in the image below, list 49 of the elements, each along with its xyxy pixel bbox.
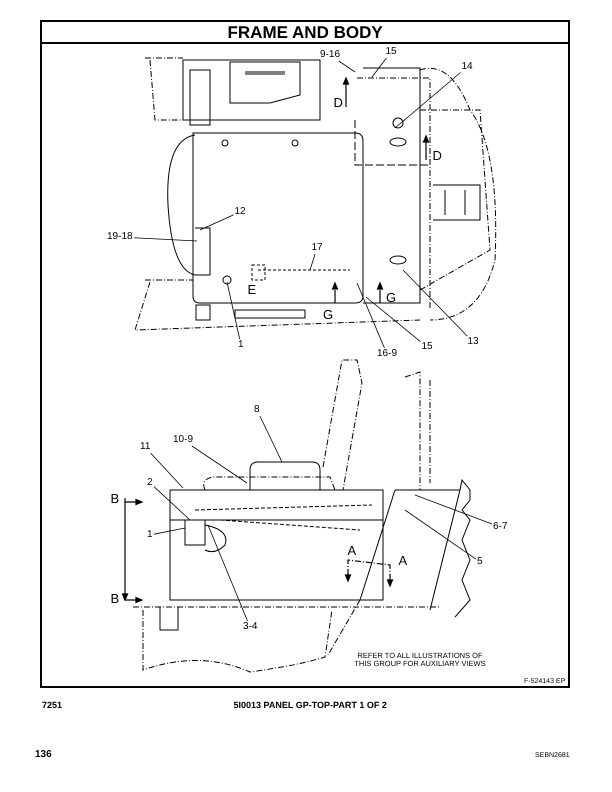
callout-number: 15 xyxy=(386,47,397,57)
leader-line xyxy=(366,296,421,342)
leader-line xyxy=(394,72,461,128)
section-letter: D xyxy=(334,96,343,108)
figure-number: 7251 xyxy=(42,700,62,710)
section-letter: B xyxy=(110,592,120,604)
callout-number: 1 xyxy=(147,530,153,540)
callout-number: 3-4 xyxy=(243,622,258,632)
leader-line xyxy=(200,214,234,230)
section-letter: A xyxy=(348,544,356,556)
leader-line xyxy=(150,452,184,488)
leader-line xyxy=(226,282,240,340)
callout-number: 13 xyxy=(468,337,479,347)
leader-line xyxy=(402,270,468,336)
leader-line xyxy=(338,60,356,72)
leader-line xyxy=(154,528,186,535)
leader-line xyxy=(414,494,492,524)
diagram-title: FRAME AND BODY xyxy=(228,24,383,40)
section-letter: D xyxy=(432,148,442,162)
leader-line xyxy=(208,524,248,622)
callout-number: 17 xyxy=(312,243,323,253)
page-number: 136 xyxy=(35,750,52,760)
leader-line xyxy=(259,416,282,462)
callout-number: 2 xyxy=(147,478,153,488)
callout-number: 16-9 xyxy=(377,349,398,359)
leader-line xyxy=(372,58,387,78)
callout-number: 12 xyxy=(234,207,246,217)
section-letter: G xyxy=(386,290,396,304)
leader-line xyxy=(404,510,476,560)
section-letter: G xyxy=(323,308,334,320)
leader-line xyxy=(310,254,316,270)
callout-number: 14 xyxy=(462,62,473,72)
leader-line xyxy=(192,446,248,484)
callout-number: 15 xyxy=(422,342,433,352)
callout-number: 9-16 xyxy=(320,50,340,60)
callout-number: 1 xyxy=(238,340,244,350)
section-letter: A xyxy=(398,554,408,566)
leader-line xyxy=(134,237,198,242)
callout-number: 11 xyxy=(140,442,150,452)
callout-number: 19-18 xyxy=(107,232,133,242)
callout-number: 8 xyxy=(254,405,260,415)
callout-number: 5 xyxy=(477,557,483,567)
callout-number: 6-7 xyxy=(493,522,508,532)
leader-line xyxy=(154,486,190,520)
caption: 5I0013 PANEL GP-TOP-PART 1 OF 2 xyxy=(234,700,387,710)
callout-number: 10-9 xyxy=(173,435,194,445)
section-letter: E xyxy=(248,282,256,296)
leader-line xyxy=(356,282,385,348)
section-letter: B xyxy=(110,492,120,504)
